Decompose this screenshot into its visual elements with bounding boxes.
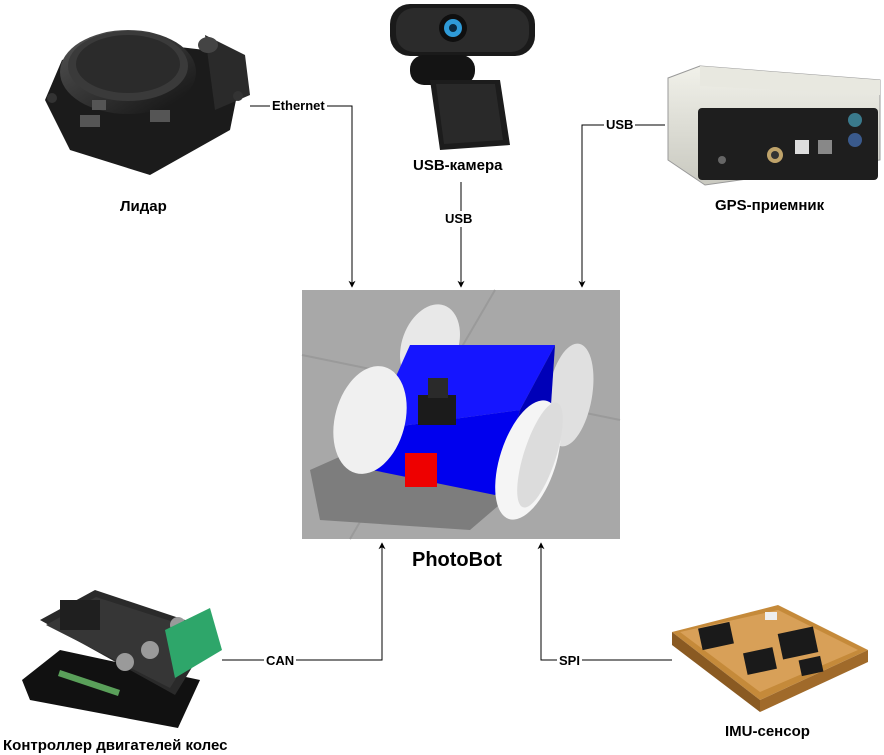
edge-label-imu: SPI	[557, 653, 582, 669]
edge-label-gps: USB	[604, 117, 636, 133]
edge-lidar	[250, 105, 356, 288]
edge-label-controller: CAN	[264, 653, 297, 669]
camera-label: USB-камера	[413, 157, 503, 174]
robot-render	[301, 289, 621, 540]
imu-label: IMU-сенсор	[725, 723, 810, 740]
gps-receiver-icon	[667, 65, 881, 186]
edge-label-camera: USB	[443, 211, 475, 227]
gps-label: GPS-приемник	[715, 197, 825, 214]
edge-controller	[222, 542, 386, 661]
edge-label-lidar: Ethernet	[270, 98, 327, 114]
motor-controller-icon	[22, 590, 222, 728]
edge-gps	[578, 124, 665, 288]
edge-imu	[537, 542, 672, 661]
controller-label: Контроллер двигателей колес	[3, 737, 228, 754]
imu-chip-icon	[672, 605, 868, 712]
webcam-icon	[390, 4, 535, 150]
photobot-title: PhotoBot	[412, 549, 502, 571]
lidar-label: Лидар	[120, 198, 167, 215]
lidar-icon	[45, 30, 250, 175]
